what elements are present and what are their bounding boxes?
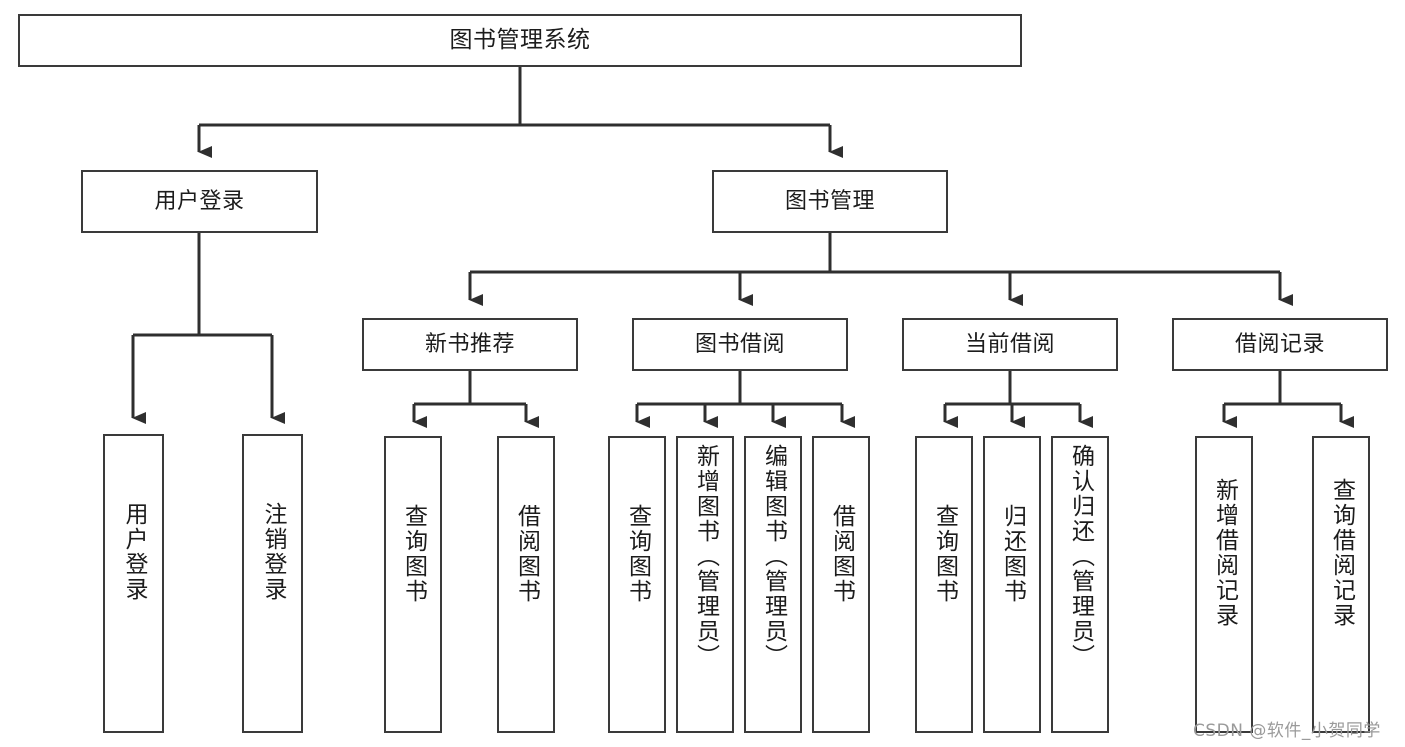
node-leaf-query-book-3-label: 查询图书 (931, 504, 958, 604)
node-leaf-query-book-2[interactable]: 查询图书 (608, 436, 666, 733)
node-leaf-borrow-book-2[interactable]: 借阅图书 (812, 436, 870, 733)
node-leaf-borrow-book-2-label: 借阅图书 (828, 504, 855, 604)
node-book-borrow[interactable]: 图书借阅 (632, 318, 848, 371)
node-leaf-borrow-book-1[interactable]: 借阅图书 (497, 436, 555, 733)
node-leaf-add-book[interactable]: 新增图书（管理员） (676, 436, 734, 733)
node-current-borrow-label: 当前借阅 (964, 331, 1055, 357)
node-leaf-return-book[interactable]: 归还图书 (983, 436, 1041, 733)
node-leaf-query-book-1[interactable]: 查询图书 (384, 436, 442, 733)
node-user-login-label: 用户登录 (154, 188, 245, 214)
node-book-borrow-label: 图书借阅 (694, 331, 785, 357)
node-leaf-edit-book[interactable]: 编辑图书（管理员） (744, 436, 802, 733)
node-new-book-recommend-label: 新书推荐 (424, 331, 515, 357)
node-leaf-edit-book-label: 编辑图书（管理员） (760, 444, 787, 669)
node-leaf-add-book-label: 新增图书（管理员） (692, 444, 719, 669)
node-leaf-confirm-return-label: 确认归还（管理员） (1067, 444, 1094, 669)
node-leaf-confirm-return[interactable]: 确认归还（管理员） (1051, 436, 1109, 733)
node-root[interactable]: 图书管理系统 (18, 14, 1022, 67)
node-leaf-add-record-label: 新增借阅记录 (1211, 478, 1238, 628)
node-borrow-record-label: 借阅记录 (1234, 331, 1325, 357)
node-leaf-query-book-1-label: 查询图书 (400, 504, 427, 604)
node-user-login[interactable]: 用户登录 (81, 170, 318, 233)
node-leaf-query-book-2-label: 查询图书 (624, 504, 651, 604)
node-leaf-return-book-label: 归还图书 (999, 504, 1026, 604)
node-leaf-user-login[interactable]: 用户登录 (103, 434, 164, 733)
node-leaf-add-record[interactable]: 新增借阅记录 (1195, 436, 1253, 733)
node-leaf-logout-login-label: 注销登录 (260, 502, 286, 602)
watermark-text: CSDN @软件_小贺同学 (1193, 721, 1381, 741)
node-borrow-record[interactable]: 借阅记录 (1172, 318, 1388, 371)
node-current-borrow[interactable]: 当前借阅 (902, 318, 1118, 371)
node-leaf-user-login-label: 用户登录 (121, 502, 147, 602)
node-book-manage-label: 图书管理 (784, 188, 875, 214)
node-leaf-query-record[interactable]: 查询借阅记录 (1312, 436, 1370, 733)
node-root-label: 图书管理系统 (449, 27, 591, 54)
node-leaf-query-book-3[interactable]: 查询图书 (915, 436, 973, 733)
node-new-book-recommend[interactable]: 新书推荐 (362, 318, 578, 371)
node-leaf-logout-login[interactable]: 注销登录 (242, 434, 303, 733)
node-leaf-borrow-book-1-label: 借阅图书 (513, 504, 540, 604)
node-book-manage[interactable]: 图书管理 (712, 170, 948, 233)
node-leaf-query-record-label: 查询借阅记录 (1328, 478, 1355, 628)
